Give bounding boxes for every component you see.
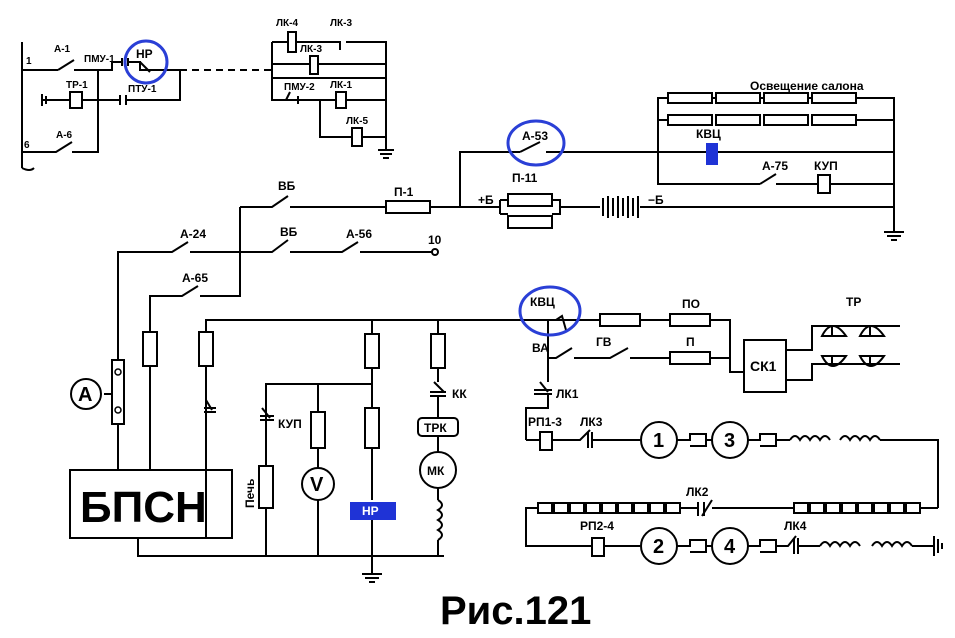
label-p1: П-1 bbox=[394, 185, 414, 199]
label-nr-blue: НР bbox=[362, 504, 379, 518]
label-wire6: 6 bbox=[24, 140, 30, 151]
label-kup-top: КУП bbox=[814, 159, 838, 173]
label-a56: А-56 bbox=[346, 227, 372, 241]
label-lk2: ЛК2 bbox=[686, 485, 709, 499]
voltmeter-icon: V bbox=[310, 474, 324, 496]
label-p11: П-11 bbox=[512, 171, 538, 185]
nr-indicator bbox=[350, 502, 396, 520]
label-po: ПО bbox=[682, 297, 700, 311]
label-kup-mid: КУП bbox=[278, 417, 302, 431]
label-kvc-mid: КВЦ bbox=[530, 295, 555, 309]
highlight-kvc bbox=[518, 285, 582, 337]
label-lk3-b: ЛК3 bbox=[580, 415, 603, 429]
label-minus-b: −Б bbox=[648, 193, 664, 207]
label-tr: ТР bbox=[846, 295, 861, 309]
lighting-circuit bbox=[239, 92, 904, 250]
motor-mk: МК bbox=[427, 464, 445, 478]
motor-1: 1 bbox=[653, 430, 664, 452]
label-tr1: ТР-1 bbox=[66, 80, 88, 91]
label-vb1: ВБ bbox=[278, 179, 296, 193]
label-rp13: РП1-3 bbox=[528, 415, 562, 429]
label-pmu2: ПМУ-2 bbox=[284, 82, 315, 93]
label-lk3a: ЛК-3 bbox=[330, 18, 352, 29]
figure-caption: Рис.121 bbox=[440, 589, 591, 633]
control-circuit bbox=[21, 31, 394, 171]
label-a24: А-24 bbox=[180, 227, 206, 241]
label-vb2: ВБ bbox=[280, 225, 298, 239]
highlight-a53 bbox=[506, 119, 566, 167]
power-supply-circuit bbox=[69, 207, 730, 583]
kvc-indicator bbox=[706, 143, 718, 165]
label-lk1-b: ЛК1 bbox=[556, 387, 579, 401]
label-a53: А-53 bbox=[522, 129, 548, 143]
label-sk1: СК1 bbox=[750, 358, 777, 374]
label-plus-b: +Б bbox=[478, 193, 494, 207]
ammeter-icon: А bbox=[78, 384, 92, 406]
label-pmu1: ПМУ-1 bbox=[84, 54, 115, 65]
label-a1: А-1 bbox=[54, 44, 71, 55]
label-a65: А-65 bbox=[182, 271, 208, 285]
label-a75: А-75 bbox=[762, 159, 788, 173]
label-nr-top: НР bbox=[136, 47, 153, 61]
label-gv: ГВ bbox=[596, 335, 612, 349]
motor-3: 3 bbox=[724, 430, 735, 452]
highlight-nr bbox=[123, 39, 169, 85]
label-wire1: 1 bbox=[26, 56, 32, 67]
label-lk3b: ЛК-3 bbox=[300, 44, 322, 55]
label-pech: Печь bbox=[243, 479, 257, 508]
motor-4: 4 bbox=[724, 536, 736, 558]
label-lk5: ЛК-5 bbox=[346, 116, 368, 127]
label-wire10: 10 bbox=[428, 233, 442, 247]
label-rp24: РП2-4 bbox=[580, 519, 614, 533]
label-lk4-b: ЛК4 bbox=[784, 519, 807, 533]
label-p: П bbox=[686, 335, 695, 349]
label-lk1: ЛК-1 bbox=[330, 80, 352, 91]
label-kvc-top: КВЦ bbox=[696, 127, 721, 141]
motor-2: 2 bbox=[653, 536, 664, 558]
label-kk: КК bbox=[452, 387, 467, 401]
label-trk: ТРК bbox=[424, 421, 447, 435]
label-ptu1: ПТУ-1 bbox=[128, 84, 157, 95]
battery-symbol bbox=[602, 196, 639, 218]
label-a6: А-6 bbox=[56, 130, 73, 141]
label-lighting: Освещение салона bbox=[750, 79, 864, 93]
traction-circuit bbox=[525, 313, 943, 565]
label-lk4: ЛК-4 bbox=[276, 18, 298, 29]
label-va: ВА bbox=[532, 341, 549, 355]
label-bpsn: БПСН bbox=[80, 483, 207, 532]
